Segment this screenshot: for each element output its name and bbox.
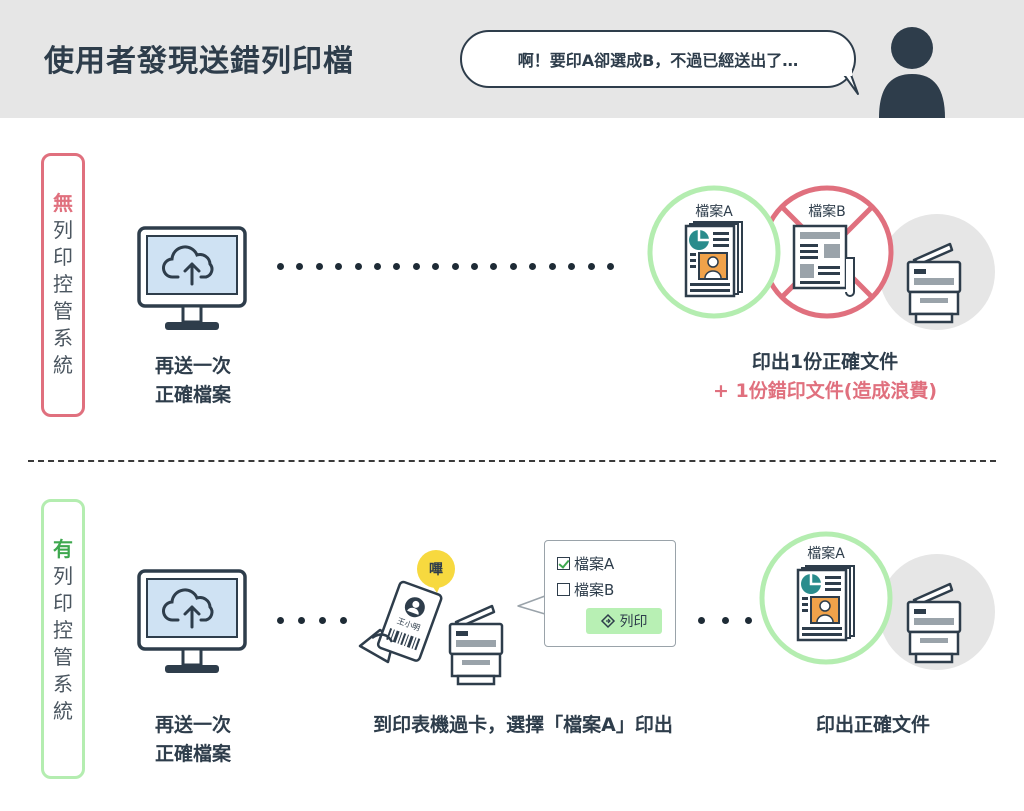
printer-result-group: 檔案A (759, 531, 995, 670)
document-icon (684, 221, 743, 298)
printer-icon (448, 604, 504, 686)
beep-text: 嗶 (429, 562, 443, 578)
label-char: 系 (53, 326, 73, 350)
label-char: 統 (53, 353, 73, 377)
caption-line: 到印表機過卡，選擇「檔案A」印出 (373, 714, 673, 736)
computer-upload-icon (137, 226, 247, 330)
label-with-system: 有 列 印 控 管 系 統 (41, 499, 85, 779)
dotted-connector (698, 617, 752, 624)
speech-text: 啊！要印A卻選成B，不過已經送出了… (517, 51, 799, 70)
printer-icon (906, 242, 962, 324)
option-file-b[interactable]: 檔案B (557, 579, 614, 600)
label-without-system: 無 列 印 控 管 系 統 (41, 153, 85, 417)
file-a-label: 檔案A (807, 545, 845, 562)
label-char: 列 (53, 564, 73, 588)
result-with: 印出正確文件 (770, 711, 976, 740)
label-char: 管 (53, 299, 73, 323)
label-char: 管 (53, 645, 73, 669)
label-char: 系 (53, 672, 73, 696)
speech-tail (840, 70, 859, 95)
caption-line: 正確檔案 (154, 743, 231, 765)
diamond-icon (600, 613, 615, 629)
result-without: 印出1份正確文件 + 1份錯印文件(造成浪費) (690, 348, 960, 406)
option-file-a[interactable]: 檔案A (557, 553, 614, 574)
caption-line: 再送一次 (154, 714, 231, 736)
dotted-connector (277, 617, 347, 624)
label-char: 印 (53, 591, 73, 615)
file-b-label: 檔案B (808, 203, 846, 220)
file-a-label: 檔案A (695, 203, 733, 220)
result-line: 印出1份正確文件 (751, 351, 899, 373)
label-char: 印 (53, 245, 73, 269)
printer-result-group: 檔案B 檔案A (647, 185, 995, 330)
caption-resend-without: 再送一次 正確檔案 (123, 352, 263, 410)
header-band: 使用者發現送錯列印檔 啊！要印A卻選成B，不過已經送出了… (0, 0, 1024, 118)
document-icon (792, 224, 855, 297)
document-icon (796, 565, 855, 642)
section-divider (28, 460, 996, 462)
result-line: 印出正確文件 (815, 714, 930, 736)
beep-tail (431, 584, 441, 593)
label-without-highlight: 無 (53, 191, 73, 215)
option-label: 檔案A (574, 555, 615, 573)
label-char: 統 (53, 699, 73, 723)
label-with-highlight: 有 (53, 537, 73, 561)
speech-bubble: 啊！要印A卻選成B，不過已經送出了… (460, 30, 856, 88)
dotted-connector (277, 263, 614, 270)
print-button[interactable]: 列印 (586, 608, 662, 634)
print-button-label: 列印 (619, 614, 648, 630)
label-char: 列 (53, 218, 73, 242)
checkbox-checked[interactable] (557, 557, 570, 570)
popup-tail (517, 595, 546, 615)
caption-line: 再送一次 (154, 355, 231, 377)
result-waste-line: + 1份錯印文件(造成浪費) (712, 380, 938, 402)
page-title: 使用者發現送錯列印檔 (44, 44, 354, 79)
id-card-icon: 王小明 (358, 580, 443, 664)
label-char: 控 (53, 272, 73, 296)
beep-badge: 嗶 (417, 550, 455, 588)
option-label: 檔案B (574, 581, 615, 599)
caption-line: 正確檔案 (154, 384, 231, 406)
caption-card-swipe: 到印表機過卡，選擇「檔案A」印出 (346, 711, 700, 740)
checkbox-unchecked[interactable] (557, 583, 570, 596)
computer-upload-icon (137, 569, 247, 673)
printer-icon (906, 582, 962, 664)
caption-resend-with: 再送一次 正確檔案 (123, 711, 263, 769)
file-select-popup: 檔案A 檔案B 列印 (544, 540, 676, 647)
person-icon (879, 27, 945, 118)
label-char: 控 (53, 618, 73, 642)
